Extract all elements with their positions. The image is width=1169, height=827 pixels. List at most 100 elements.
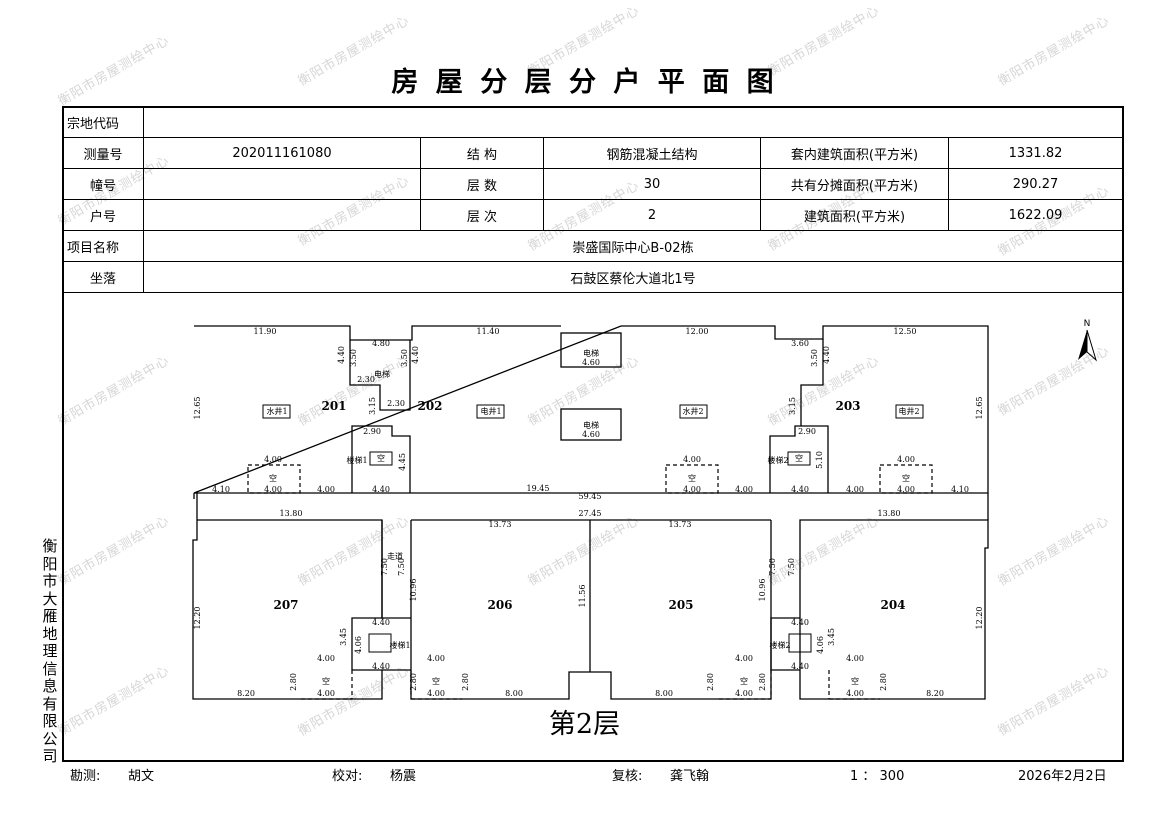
dimension-label: 8.00 (655, 689, 673, 698)
dimension-label: 7.50 (397, 558, 406, 576)
dimension-label: 13.80 (878, 509, 901, 518)
dimension-label: 3.45 (339, 628, 348, 646)
dimension-label: 电梯 (583, 420, 599, 430)
dimension-label: 4.80 (372, 339, 390, 348)
dimension-label: 水井1 (266, 406, 287, 416)
dimension-label: 4.00 (897, 455, 915, 464)
dimension-label: 电梯 (374, 369, 390, 379)
dimension-label: 12.65 (975, 397, 984, 420)
dimension-label: 电梯 (583, 348, 599, 358)
location-value: 石鼓区蔡伦大道北1号 (143, 261, 1123, 293)
dimension-label: 8.20 (237, 689, 255, 698)
dimension-label: 4.00 (735, 654, 753, 663)
dimension-label: 4.00 (427, 689, 445, 698)
scale: 1 ： 300 (850, 769, 905, 784)
dimension-label: 4.40 (411, 346, 420, 364)
dimension-label: 电井2 (898, 406, 919, 416)
dimension-label: 2.80 (879, 673, 888, 691)
dimension-label: 4.45 (398, 453, 407, 471)
dimension-label: 10.96 (409, 579, 418, 602)
dimension-label: 3.50 (349, 349, 358, 367)
shared-area-value: 290.27 (948, 168, 1123, 200)
north-arrow-icon (1078, 330, 1087, 360)
north-arrow: N (1078, 319, 1097, 362)
unit-number: 202 (417, 399, 442, 413)
dimension-label: 2.80 (409, 673, 418, 691)
dimension-label: 11.40 (477, 327, 500, 336)
dimension-label: 11.56 (578, 585, 587, 608)
dimension-label: 10.96 (758, 579, 767, 602)
date: 2026年2月2日 (1018, 769, 1107, 784)
dimension-label: 4.40 (791, 485, 809, 494)
inner-area-value: 1331.82 (948, 137, 1123, 169)
dimension-label: 空 (432, 676, 440, 686)
dimension-label: 12.00 (686, 327, 709, 336)
dimension-label: 13.73 (669, 520, 692, 529)
building-no-value (143, 168, 421, 200)
plan-walls (192, 325, 989, 700)
dimension-label: 空 (322, 676, 330, 686)
dimension-label: 4.06 (354, 636, 363, 654)
dimension-label: 空 (269, 473, 277, 483)
reviewer-name: 龚飞翰 (670, 769, 710, 784)
dimension-label: 4.00 (846, 689, 864, 698)
dimension-label: 2.80 (706, 673, 715, 691)
unit-number: 203 (835, 399, 860, 413)
unit-number: 207 (273, 598, 298, 612)
dimension-label: 4.00 (683, 455, 701, 464)
dimension-label: 空 (795, 453, 803, 463)
dimension-label: 楼梯1 (346, 455, 367, 465)
dimension-label: 4.00 (897, 485, 915, 494)
project-label: 项目名称 (62, 230, 144, 262)
dimension-label: 空 (740, 676, 748, 686)
dimension-label: 4.10 (951, 485, 969, 494)
dimension-label: 3.60 (791, 339, 809, 348)
checker-label: 校对: (332, 769, 363, 784)
unit-number: 201 (321, 399, 346, 413)
dimension-label: 2.80 (758, 673, 767, 691)
building-no-label: 幢号 (62, 168, 144, 200)
dimension-label: 13.73 (489, 520, 512, 529)
build-area-value: 1622.09 (948, 199, 1123, 231)
dimension-label: 空 (902, 473, 910, 483)
dimension-label: 4.00 (846, 485, 864, 494)
unit-number: 204 (880, 598, 905, 612)
dimension-label: 4.06 (816, 636, 825, 654)
dimension-label: 3.50 (810, 349, 819, 367)
shared-area-label: 共有分摊面积(平方米) (760, 168, 949, 200)
dimension-label: 4.00 (264, 485, 282, 494)
company-name: 衡阳市大雁地理信息有限公司 (42, 537, 58, 765)
dimension-label: 4.60 (582, 430, 600, 439)
dimension-label: 空 (377, 453, 385, 463)
void-areas (247, 464, 933, 700)
dimension-label: 4.40 (372, 485, 390, 494)
floors-value: 30 (543, 168, 761, 200)
dimension-label: 2.30 (387, 399, 405, 408)
dimension-label: 8.20 (926, 689, 944, 698)
dimension-label: 3.15 (368, 397, 377, 415)
dimension-label: 2.30 (357, 375, 375, 384)
dimension-label: 水井2 (682, 406, 703, 416)
reviewer-label: 复核: (612, 769, 643, 784)
dimension-label: 楼梯2 (767, 455, 788, 465)
dimension-label: 楼梯1 (389, 640, 410, 650)
dimension-label: 12.20 (975, 607, 984, 630)
document-title: 房 屋 分 层 分 户 平 面 图 (391, 67, 778, 98)
dimension-label: 空 (851, 676, 859, 686)
dimension-label: 12.20 (193, 607, 202, 630)
dimension-label: 3.50 (400, 349, 409, 367)
dimension-label: 电井1 (480, 406, 501, 416)
dimension-label: 4.00 (735, 485, 753, 494)
dimension-label: 19.45 (527, 484, 550, 493)
dimension-label: 12.65 (193, 397, 202, 420)
inner-area-label: 套内建筑面积(平方米) (760, 137, 949, 169)
dimension-label: 4.60 (582, 358, 600, 367)
dimension-label: 2.90 (798, 427, 816, 436)
unit-no-label: 户号 (62, 199, 144, 231)
build-area-label: 建筑面积(平方米) (760, 199, 949, 231)
